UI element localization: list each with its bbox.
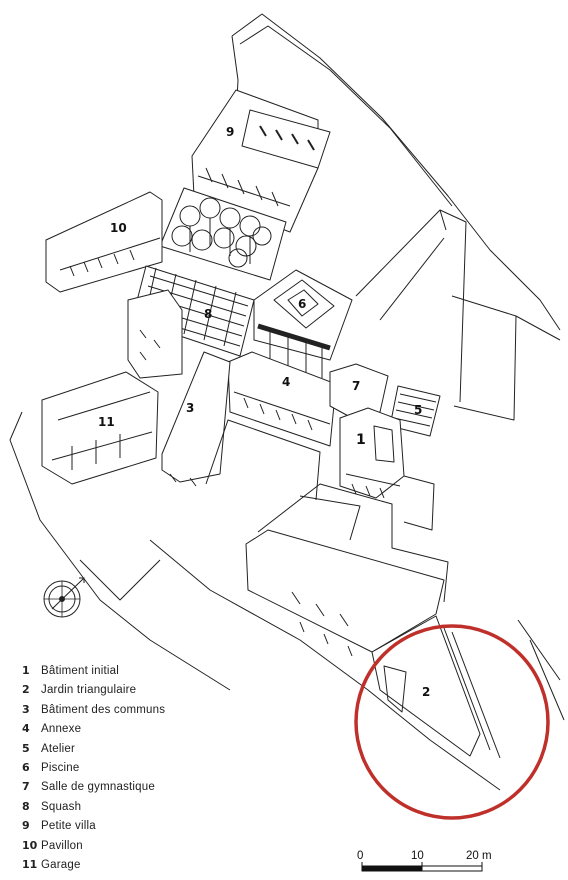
plan-label-4: 4	[282, 375, 290, 389]
building-petite-villa	[191, 89, 331, 233]
terrain-wall-top	[231, 13, 561, 331]
scale-tick-20: 20 m	[466, 850, 492, 862]
scale-tick-0: 0	[357, 850, 363, 862]
plan-label-8: 8	[204, 307, 212, 321]
plan-label-1: 1	[356, 432, 366, 448]
plan-label-2: 2	[422, 685, 430, 699]
plan-label-6: 6	[298, 297, 306, 311]
scale-tick-10: 10	[411, 850, 424, 862]
building-atelier	[389, 385, 441, 437]
scale-bar: 0 10 20 m	[357, 850, 492, 872]
building-piscine	[253, 269, 353, 378]
building-annexe	[227, 351, 337, 447]
building-pavillon	[45, 191, 163, 293]
plan-label-11: 11	[98, 415, 115, 429]
tree-garden	[159, 187, 287, 281]
plan-label-9: 9	[226, 125, 234, 139]
plan-label-5: 5	[414, 403, 422, 417]
plan-label-10: 10	[110, 221, 127, 235]
building-garage	[41, 371, 159, 485]
building-communs	[161, 351, 231, 487]
building-batiment-initial	[339, 407, 435, 531]
plan-label-3: 3	[186, 401, 194, 415]
triangular-garden	[371, 615, 501, 759]
building-tower-left	[127, 289, 183, 379]
compass-icon	[43, 577, 85, 618]
highlight-circle	[354, 624, 550, 820]
plan-label-7: 7	[352, 379, 360, 393]
building-lower-wing	[245, 529, 445, 657]
